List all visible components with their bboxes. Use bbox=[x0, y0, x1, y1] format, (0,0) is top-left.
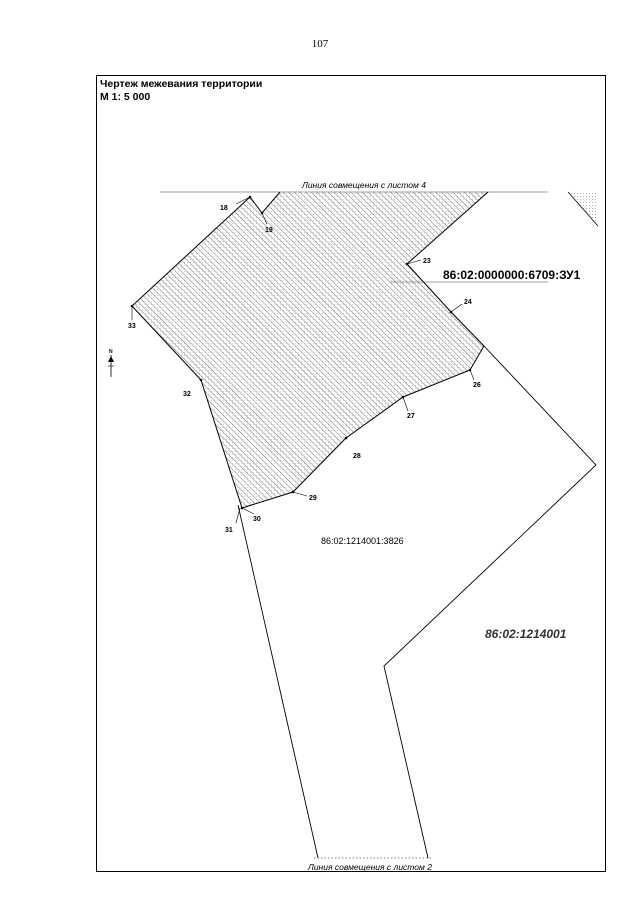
point-label-30: 30 bbox=[253, 516, 261, 523]
point-label-26: 26 bbox=[473, 382, 481, 389]
page-number: 107 bbox=[311, 38, 329, 50]
cadastral-quarter-label: 86:02:1214001 bbox=[485, 627, 567, 641]
existing-parcel-boundary bbox=[383, 345, 597, 859]
point-label-19: 19 bbox=[265, 227, 273, 234]
new-parcel-label: 86:02:0000000:6709:ЗУ1 bbox=[443, 268, 581, 282]
point-label-31: 31 bbox=[225, 527, 233, 534]
point-label-28: 28 bbox=[353, 453, 361, 460]
map-scale: М 1: 5 000 bbox=[100, 91, 151, 103]
new-parcel-area-dots bbox=[132, 192, 488, 508]
point-label-24: 24 bbox=[464, 299, 472, 306]
point-label-18: 18 bbox=[220, 205, 228, 212]
point-label-33: 33 bbox=[128, 323, 136, 330]
top-match-label: Линия совмещения с листом 4 bbox=[301, 180, 426, 190]
existing-parcel-left-boundary bbox=[237, 504, 319, 859]
point-markers bbox=[130, 195, 475, 524]
point-label-27: 27 bbox=[407, 413, 415, 420]
map-title: Чертеж межевания территории М 1: 5 000 bbox=[100, 78, 262, 104]
north-arrow: N bbox=[108, 349, 114, 377]
map-title-text: Чертеж межевания территории bbox=[100, 78, 263, 90]
point-label-23: 23 bbox=[423, 258, 431, 265]
map-frame bbox=[96, 75, 606, 872]
existing-parcel-label: 86:02:1214001:3826 bbox=[321, 536, 404, 546]
point-label-29: 29 bbox=[309, 495, 317, 502]
north-arrow-letter: N bbox=[109, 349, 113, 355]
new-parcel-boundary bbox=[131, 191, 489, 509]
neighbor-parcel-edge bbox=[567, 191, 599, 227]
bottom-match-label: Линия совмещения с листом 2 bbox=[307, 862, 432, 872]
point-label-32: 32 bbox=[183, 391, 191, 398]
